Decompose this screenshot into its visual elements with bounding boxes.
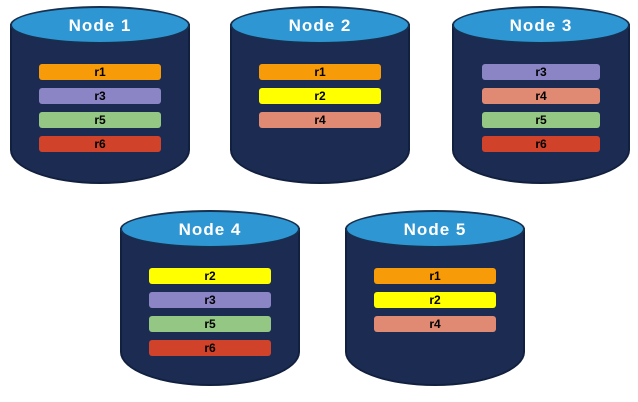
database-node-4[interactable]: Node 4 r2 r3 r5 r6: [120, 210, 300, 386]
replica-bar[interactable]: r6: [39, 136, 161, 152]
replica-bar[interactable]: r4: [482, 88, 600, 104]
node-title: Node 1: [68, 16, 132, 35]
replica-bar[interactable]: r3: [39, 88, 161, 104]
node-title: Node 5: [403, 220, 467, 239]
node-title: Node 4: [178, 220, 242, 239]
node-title: Node 2: [288, 16, 352, 35]
replica-bar[interactable]: r1: [374, 268, 496, 284]
replica-bar[interactable]: r6: [149, 340, 271, 356]
node-title: Node 3: [509, 16, 573, 35]
replica-list: r3 r4 r5 r6: [452, 64, 630, 152]
replica-bar[interactable]: r5: [39, 112, 161, 128]
replica-list: r1 r2 r4: [345, 268, 525, 332]
replica-bar[interactable]: r3: [149, 292, 271, 308]
replica-bar[interactable]: r1: [259, 64, 381, 80]
replica-list: r1 r3 r5 r6: [10, 64, 190, 152]
cylinder-body: [10, 24, 190, 184]
replica-bar[interactable]: r2: [374, 292, 496, 308]
replica-bar[interactable]: r2: [259, 88, 381, 104]
replica-list: r1 r2 r4: [230, 64, 410, 128]
replica-bar[interactable]: r6: [482, 136, 600, 152]
cylinder-top-ellipse: [345, 210, 525, 248]
cylinder-top-ellipse: [230, 6, 410, 44]
cylinder-body: [452, 24, 630, 184]
replica-bar[interactable]: r3: [482, 64, 600, 80]
replica-list: r2 r3 r5 r6: [120, 268, 300, 356]
replica-bar[interactable]: r5: [149, 316, 271, 332]
replica-bar[interactable]: r1: [39, 64, 161, 80]
database-node-2[interactable]: Node 2 r1 r2 r4: [230, 6, 410, 184]
cylinder-top-ellipse: [10, 6, 190, 44]
database-node-5[interactable]: Node 5 r1 r2 r4: [345, 210, 525, 386]
cylinder-body: [230, 24, 410, 184]
database-node-3[interactable]: Node 3 r3 r4 r5 r6: [452, 6, 630, 184]
replica-bar[interactable]: r4: [259, 112, 381, 128]
cylinder-top-ellipse: [120, 210, 300, 248]
database-node-1[interactable]: Node 1 r1 r3 r5 r6: [10, 6, 190, 184]
replica-bar[interactable]: r4: [374, 316, 496, 332]
cylinder-top-ellipse: [452, 6, 630, 44]
replica-bar[interactable]: r5: [482, 112, 600, 128]
replica-bar[interactable]: r2: [149, 268, 271, 284]
